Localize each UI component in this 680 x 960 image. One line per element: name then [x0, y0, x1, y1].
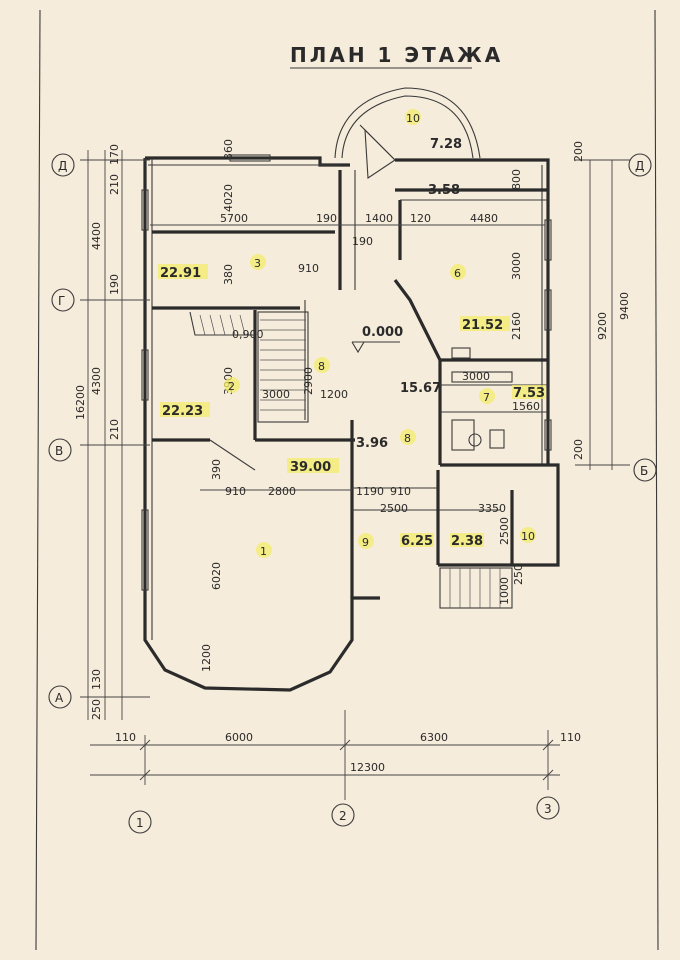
- interior-walls: [152, 170, 548, 598]
- dim-room3-380: 380: [222, 264, 235, 285]
- room-area: 3.58: [428, 183, 460, 198]
- dim-edge-left: 110: [115, 731, 136, 744]
- room-area: 22.91: [160, 266, 201, 281]
- room-area: 7.53: [513, 386, 545, 401]
- dim-room1-1200: 1200: [200, 644, 213, 672]
- bay-window-top-inner: [341, 95, 474, 159]
- dim-left-190: 190: [108, 274, 121, 295]
- dim-800: 800: [510, 169, 523, 190]
- dim-stair-2900: 2900: [302, 367, 315, 395]
- windows: [141, 154, 552, 591]
- dim-room1-width: 2800: [268, 485, 296, 498]
- room-area: 6.25: [401, 534, 433, 549]
- dimension-lines: [80, 150, 630, 800]
- room-number: 10: [406, 112, 420, 125]
- dim-left-170: 170: [108, 144, 121, 165]
- dim-1000: 1000: [498, 577, 511, 605]
- room-number: 7: [483, 391, 490, 404]
- dim-room2-width: 0,900: [232, 328, 264, 341]
- axis-col-3: 3: [544, 802, 552, 816]
- dim-room6-height: 3000: [510, 252, 523, 280]
- bay-window-top: [334, 87, 481, 159]
- outer-walls: [143, 156, 560, 692]
- dim-top-360: 360: [222, 139, 235, 160]
- axis-row-a: А: [55, 691, 64, 705]
- dim-right-200-bot: 200: [572, 439, 585, 460]
- dim-wall-190: 190: [316, 212, 337, 225]
- room-area: 39.00: [290, 460, 331, 475]
- dim-overall: 12300: [350, 761, 385, 774]
- dim-right-total: 9400: [618, 292, 631, 320]
- staircase-rear: [439, 567, 513, 609]
- room-number: 1: [260, 545, 267, 558]
- room-number: 10: [521, 530, 535, 543]
- dim-stair-3000: 3000: [262, 388, 290, 401]
- plan-title: ПЛАН 1 ЭТАЖА: [290, 43, 503, 67]
- dim-room3-width: 5700: [220, 212, 248, 225]
- dim-right-200-top: 200: [572, 141, 585, 162]
- dim-left-total: 16200: [74, 385, 87, 420]
- dim-left-130: 130: [90, 669, 103, 690]
- room-area: 15.67: [400, 381, 441, 396]
- room-number: 6: [454, 267, 461, 280]
- dim-left-bay: 6000: [225, 731, 253, 744]
- dim-190-hall: 190: [352, 235, 373, 248]
- room-number: 8: [404, 432, 411, 445]
- room-area: 3.96: [356, 436, 388, 451]
- dim-250-rear: 250: [512, 564, 525, 585]
- dim-room1-height: 6020: [210, 562, 223, 590]
- dim-right-inner: 9200: [596, 312, 609, 340]
- room-number: 8: [318, 360, 325, 373]
- dim-left-250: 250: [90, 699, 103, 720]
- room-number: 9: [362, 536, 369, 549]
- dim-1560: 1560: [512, 400, 540, 413]
- dim-room6-width: 4480: [470, 212, 498, 225]
- dim-left-mid: 4300: [90, 367, 103, 395]
- axis-row-d: Д: [58, 159, 67, 173]
- dim-right-bay: 6300: [420, 731, 448, 744]
- dim-2500: 2500: [380, 502, 408, 515]
- dim-room3-height: 4020: [222, 184, 235, 212]
- sheet-border-right: [654, 9, 659, 951]
- dim-910-top: 910: [298, 262, 319, 275]
- axis-row-g: Г: [58, 294, 65, 308]
- dim-left-210b: 210: [108, 419, 121, 440]
- room-area: 7.28: [430, 137, 462, 152]
- dim-left-top: 4400: [90, 222, 103, 250]
- room-labels: 1 39.00 2 22.23 3 22.91 6 21.52 7 7.53 8…: [158, 109, 546, 558]
- staircase-main: [189, 311, 309, 423]
- dim-910-mid: 910: [390, 485, 411, 498]
- level-mark-arrow: [351, 341, 365, 354]
- dim-left-210: 210: [108, 174, 121, 195]
- axis-row-v: В: [55, 444, 63, 458]
- room-area: 22.23: [162, 404, 203, 419]
- room-number: 2: [228, 380, 235, 393]
- room-area: 21.52: [462, 318, 503, 333]
- axis-row-d-right: Д: [635, 159, 644, 173]
- sheet-border-left: [35, 9, 41, 951]
- bathroom-fixtures: [451, 347, 513, 451]
- dim-3350: 3350: [478, 502, 506, 515]
- dim-1190: 1190: [356, 485, 384, 498]
- axis-markers: Д Г В А Д Б 1 2 3: [48, 153, 657, 834]
- dim-2500-vert: 2500: [498, 517, 511, 545]
- room-area: 2.38: [451, 534, 483, 549]
- room-number: 3: [254, 257, 261, 270]
- dim-hall-1400: 1400: [365, 212, 393, 225]
- entry-door-leaf: [364, 128, 396, 179]
- dim-stair-1200: 1200: [320, 388, 348, 401]
- dim-room6-2160: 2160: [510, 312, 523, 340]
- level-mark: 0.000: [362, 325, 403, 340]
- dim-room1-390: 390: [210, 459, 223, 480]
- axis-col-2: 2: [339, 809, 347, 823]
- axis-col-1: 1: [136, 816, 144, 830]
- dim-wall-120: 120: [410, 212, 431, 225]
- dim-edge-right: 110: [560, 731, 581, 744]
- dim-3000-bath: 3000: [462, 370, 490, 383]
- axis-row-b-right: Б: [640, 464, 648, 478]
- dim-910-left: 910: [225, 485, 246, 498]
